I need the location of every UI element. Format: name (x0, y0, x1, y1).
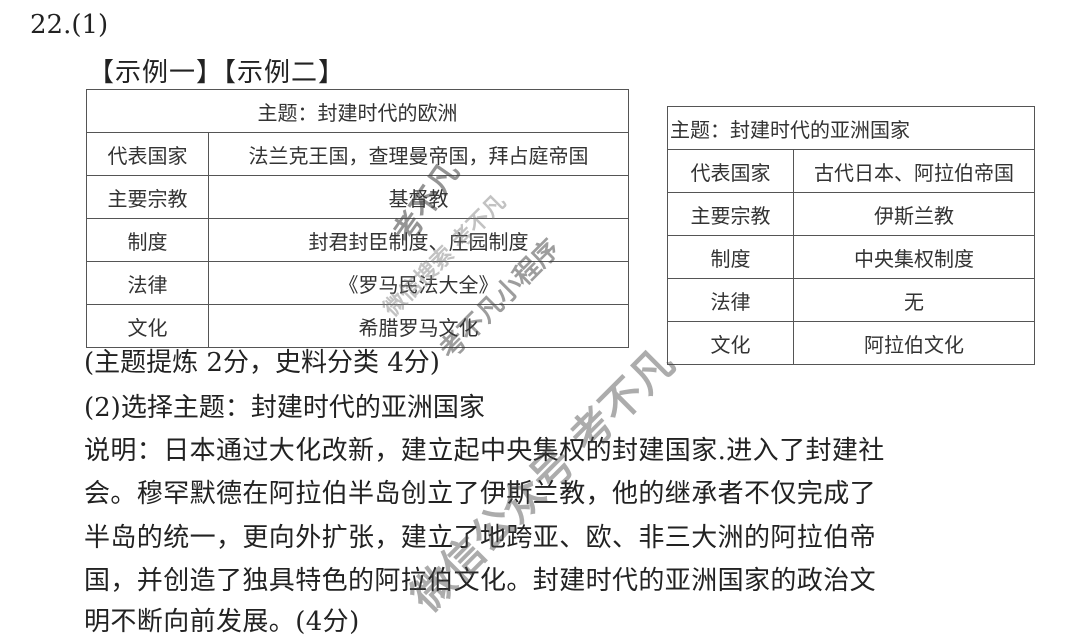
example-labels: 【示例一】【示例二】 (88, 58, 346, 88)
row-label: 文化 (667, 321, 794, 365)
table-row: 文化 阿拉伯文化 (667, 321, 1035, 365)
table-row: 法律 《罗马民法大全》 (86, 261, 629, 305)
table-row: 制度 中央集权制度 (667, 235, 1035, 279)
row-label: 代表国家 (667, 149, 794, 193)
table-row: 法律 无 (667, 278, 1035, 322)
explanation-line: 说明：日本通过大化改新，建立起中央集权的封建国家.进入了封建社 (84, 436, 885, 466)
row-value: 希腊罗马文化 (208, 304, 629, 348)
row-value: 《罗马民法大全》 (208, 261, 629, 305)
table-row: 主要宗教 基督教 (86, 175, 629, 219)
table-row: 文化 希腊罗马文化 (86, 304, 629, 348)
row-label: 主要宗教 (86, 175, 209, 219)
table-title: 主题：封建时代的欧洲 (86, 89, 629, 133)
table-row: 主题：封建时代的亚洲国家 (667, 106, 1035, 150)
row-label: 代表国家 (86, 132, 209, 176)
row-value: 古代日本、阿拉伯帝国 (793, 149, 1035, 193)
row-label: 制度 (86, 218, 209, 262)
row-value: 阿拉伯文化 (793, 321, 1035, 365)
explanation-line: 会。穆罕默德在阿拉伯半岛创立了伊斯兰教，他的继承者不仅完成了 (84, 479, 877, 509)
part2-heading: (2)选择主题：封建时代的亚洲国家 (84, 393, 485, 423)
table-row: 代表国家 法兰克王国，查理曼帝国，拜占庭帝国 (86, 132, 629, 176)
explanation-line: 国，并创造了独具特色的阿拉伯文化。封建时代的亚洲国家的政治文 (84, 566, 877, 596)
row-label: 法律 (667, 278, 794, 322)
row-label: 制度 (667, 235, 794, 279)
table-feudal-europe: 主题：封建时代的欧洲 代表国家 法兰克王国，查理曼帝国，拜占庭帝国 主要宗教 基… (86, 89, 629, 348)
table-title: 主题：封建时代的亚洲国家 (667, 106, 1035, 150)
row-value: 基督教 (208, 175, 629, 219)
scoring-note: (主题提炼 2分，史料分类 4分) (84, 348, 440, 378)
row-label: 法律 (86, 261, 209, 305)
row-value: 中央集权制度 (793, 235, 1035, 279)
row-value: 伊斯兰教 (793, 192, 1035, 236)
row-value: 法兰克王国，查理曼帝国，拜占庭帝国 (208, 132, 629, 176)
table-row: 主题：封建时代的欧洲 (86, 89, 629, 133)
row-label: 文化 (86, 304, 209, 348)
row-label: 主要宗教 (667, 192, 794, 236)
table-row: 主要宗教 伊斯兰教 (667, 192, 1035, 236)
table-row: 代表国家 古代日本、阿拉伯帝国 (667, 149, 1035, 193)
table-feudal-asia: 主题：封建时代的亚洲国家 代表国家 古代日本、阿拉伯帝国 主要宗教 伊斯兰教 制… (667, 106, 1035, 365)
question-number: 22.(1) (30, 10, 109, 40)
row-value: 无 (793, 278, 1035, 322)
explanation-line: 明不断向前发展。(4分) (84, 607, 360, 637)
explanation-line: 半岛的统一，更向外扩张，建立了地跨亚、欧、非三大洲的阿拉伯帝 (84, 523, 877, 553)
